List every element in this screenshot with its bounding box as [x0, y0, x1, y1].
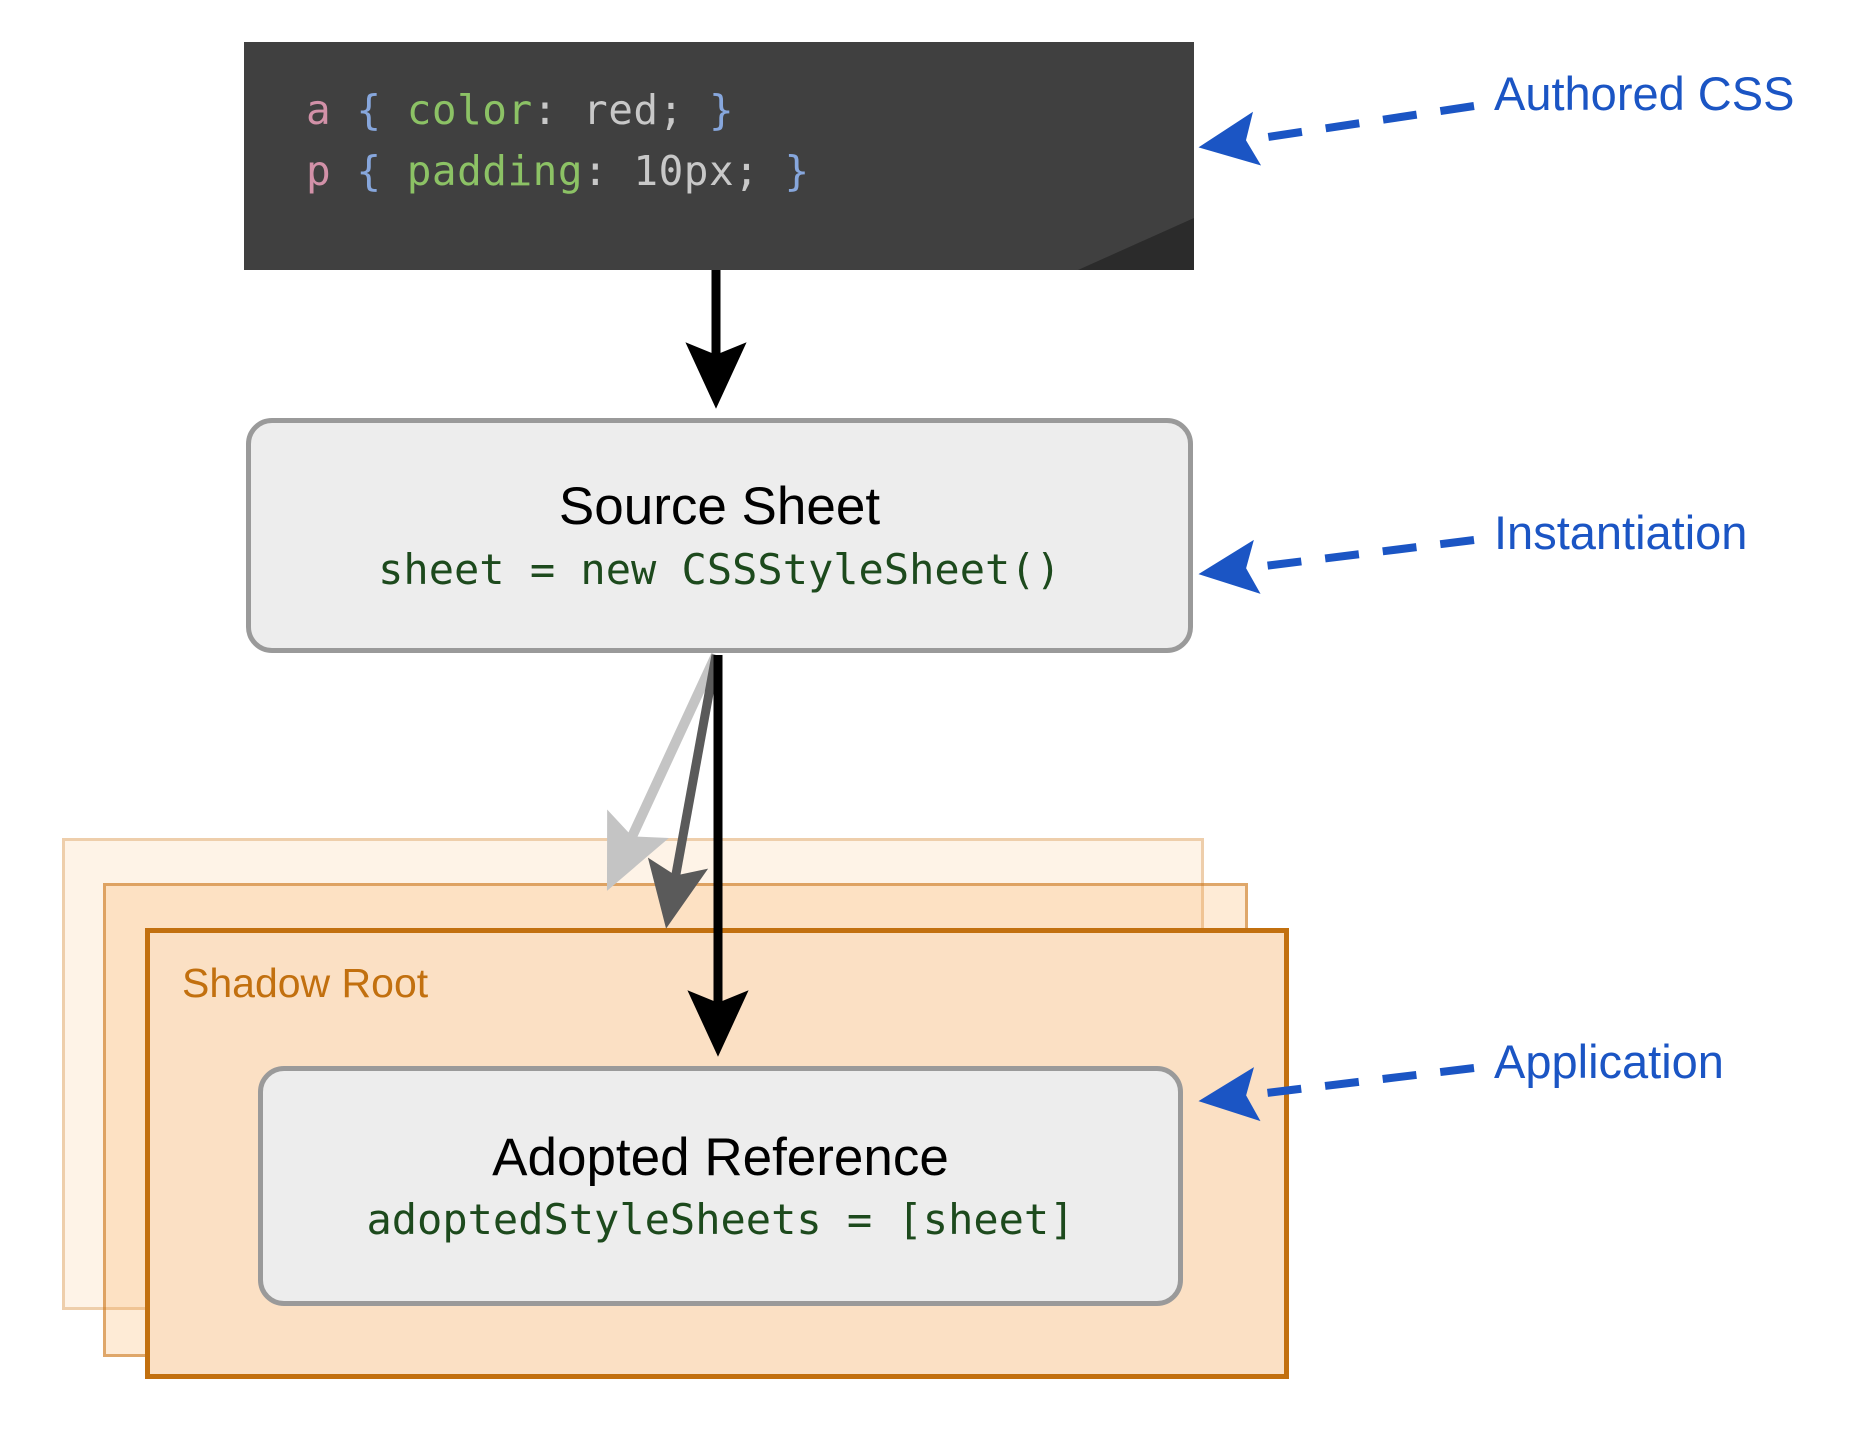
- shadow-root-label: Shadow Root: [182, 960, 429, 1006]
- leader-instantiation: [1198, 536, 1475, 594]
- annotation-instantiation: Instantiation: [1494, 506, 1748, 559]
- css-close-brace: }: [708, 86, 735, 134]
- css-close-brace: }: [784, 147, 810, 195]
- css-semicolon: ;: [734, 147, 760, 195]
- annotation-authored-css: Authored CSS: [1494, 67, 1795, 120]
- css-value: red: [583, 86, 659, 134]
- adopted-reference-title: Adopted Reference: [492, 1127, 949, 1187]
- annotation-application: Application: [1494, 1035, 1724, 1088]
- css-open-brace: {: [356, 86, 382, 134]
- css-colon: :: [532, 86, 558, 134]
- css-colon: :: [583, 147, 609, 195]
- css-open-brace: {: [356, 147, 382, 195]
- code-block-text: a { color: red; } p { padding: 10px; }: [306, 80, 810, 202]
- source-sheet-code: sheet = new CSSStyleSheet(): [378, 544, 1061, 594]
- css-semicolon: ;: [658, 86, 684, 134]
- css-value: 10px: [633, 147, 735, 195]
- css-property: padding: [406, 147, 584, 195]
- adopted-reference-code: adoptedStyleSheets = [sheet]: [366, 1195, 1075, 1245]
- code-block-surface: [244, 42, 1194, 270]
- adopted-reference-node: Adopted Reference adoptedStyleSheets = […: [258, 1066, 1183, 1306]
- leader-authored-css: [1198, 102, 1475, 166]
- css-property: color: [406, 86, 533, 134]
- source-sheet-title: Source Sheet: [558, 477, 881, 537]
- css-selector: p: [306, 147, 332, 195]
- authored-css-block: a { color: red; } p { padding: 10px; }: [244, 42, 1194, 270]
- css-selector: a: [306, 86, 332, 134]
- source-sheet-node: Source Sheet sheet = new CSSStyleSheet(): [246, 418, 1193, 653]
